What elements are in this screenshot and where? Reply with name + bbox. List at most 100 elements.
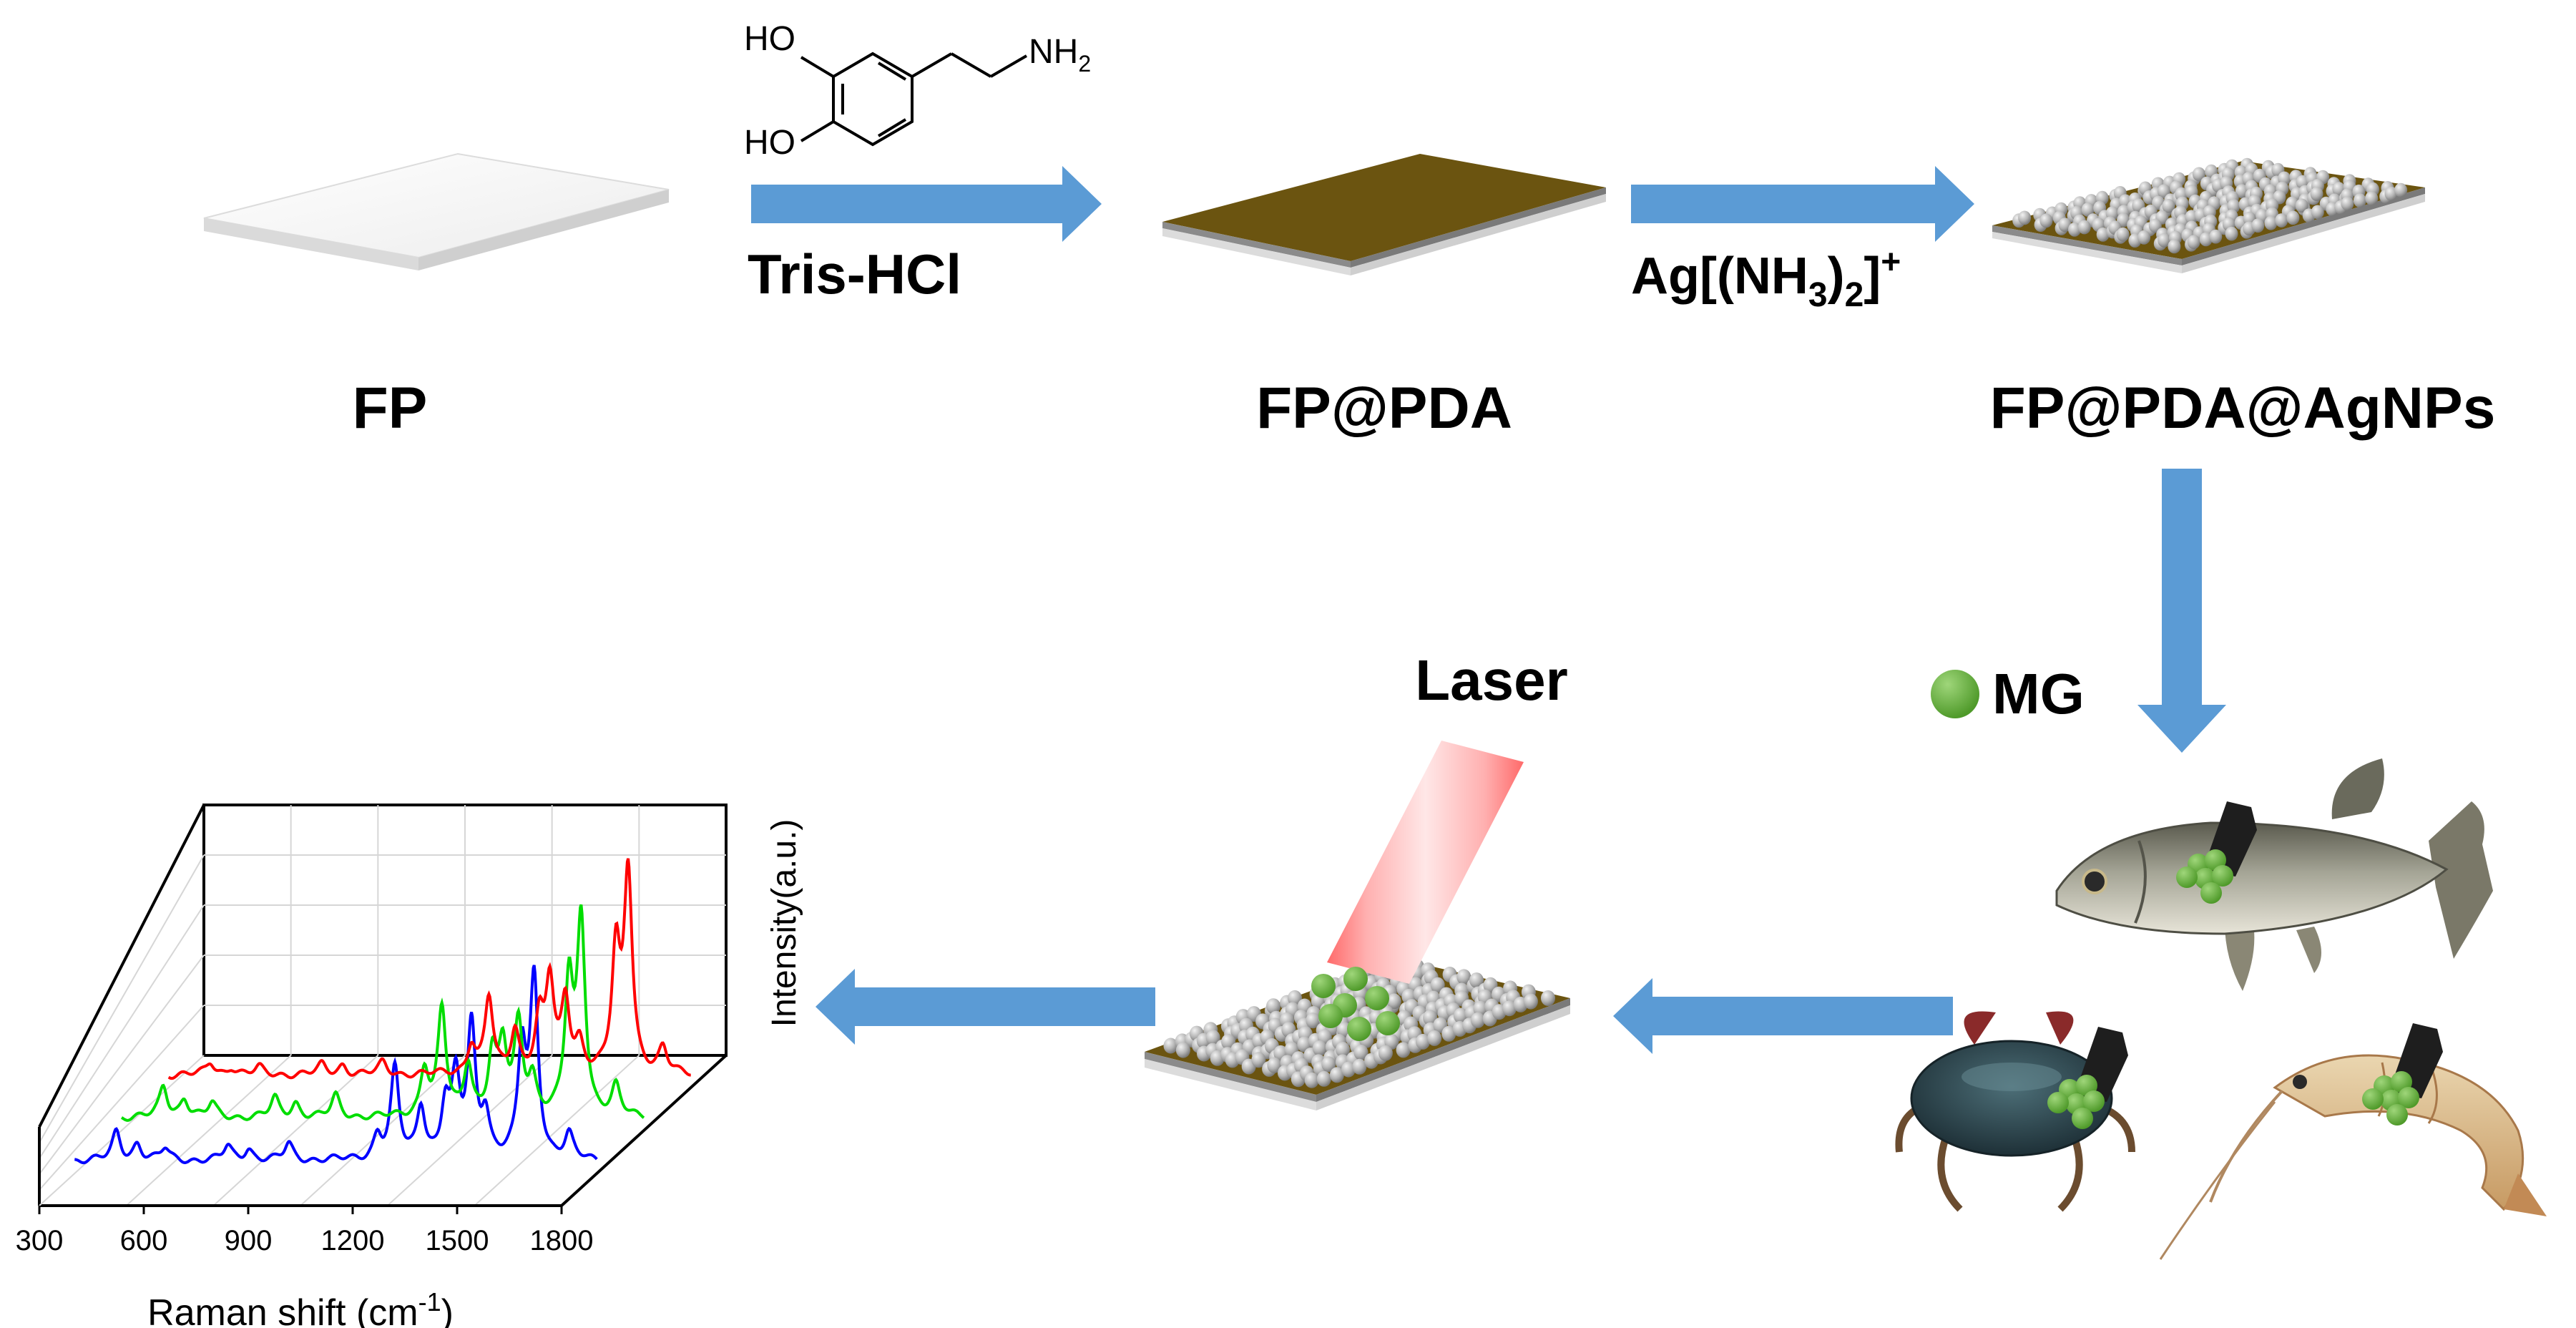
- agnp-particle: [1427, 1030, 1442, 1046]
- agnp-particle: [2275, 213, 2288, 228]
- mg-molecule: [1311, 974, 1336, 998]
- agnp-particle: [1352, 1058, 1367, 1075]
- agnp-particle: [1541, 990, 1555, 1006]
- chart-x-tick-label: 1500: [426, 1225, 489, 1256]
- agnp-particle: [2295, 198, 2308, 213]
- agnp-particle: [2365, 191, 2379, 205]
- mg-spot: [2212, 865, 2233, 887]
- spectrum-series-green: [120, 904, 645, 1122]
- arrow-chip-to-spectra: [816, 969, 1155, 1045]
- agnp-particle: [2264, 215, 2278, 230]
- fp-pda-label: FP@PDA: [1256, 376, 1512, 441]
- agnp-particle: [1396, 1042, 1411, 1058]
- agnp-particle: [1470, 1012, 1485, 1028]
- mg-spot: [2072, 1108, 2093, 1129]
- agnp-particle: [2077, 220, 2091, 235]
- chart-x-tick-label: 1800: [530, 1225, 594, 1256]
- agnp-particle: [2235, 184, 2248, 198]
- agnp-particle: [2018, 210, 2032, 225]
- chart-edge: [39, 1055, 205, 1206]
- agnp-particle: [1502, 1000, 1517, 1017]
- mg-spot: [2047, 1092, 2069, 1113]
- agnp-particle: [1469, 972, 1484, 989]
- fp-pda-film: [1162, 154, 1606, 275]
- mg-spot: [2386, 1104, 2408, 1126]
- fp-paper: [203, 152, 670, 270]
- shrimp-icon: [2159, 1054, 2547, 1260]
- chart-gridline: [212, 1055, 379, 1206]
- mg-dot-icon: [1931, 670, 1979, 718]
- agnp-particle: [2394, 182, 2408, 197]
- arrow-fp-to-pda: [751, 166, 1102, 242]
- agnp-particle: [2225, 226, 2238, 241]
- agnp-particle: [1205, 1030, 1220, 1046]
- agnp-particle: [1304, 1072, 1319, 1088]
- chart-x-axis-label: Raman shift (cm-1): [147, 1287, 454, 1328]
- fp-pda-agnps-label: FP@PDA@AgNPs: [1990, 376, 2496, 441]
- sers-chip: [1145, 952, 1570, 1110]
- agnp-particle: [1321, 1056, 1336, 1073]
- agnp-particle: [1353, 1044, 1368, 1060]
- agnp-particle: [2187, 235, 2200, 250]
- agnp-particle: [2096, 227, 2110, 242]
- agnp-particle: [2058, 218, 2072, 233]
- molecule-ho-top: HO: [744, 20, 795, 58]
- agnp-particle: [2311, 205, 2324, 220]
- agnp-particle: [2310, 187, 2323, 201]
- agnp-particle: [1266, 998, 1280, 1015]
- reagent-tris-hcl: Tris-HCl: [748, 243, 961, 306]
- mg-spot: [2200, 882, 2222, 904]
- reagent-silver-ammonia: Ag[(NH3)2]+: [1631, 243, 1901, 314]
- chart-y-axis-label: Intensity(a.u.): [765, 819, 803, 1027]
- agnp-particle: [1430, 977, 1445, 993]
- chart-gridline: [39, 904, 205, 1159]
- agnp-particle: [2068, 222, 2081, 237]
- mg-spot: [2362, 1088, 2384, 1110]
- chart-grid: [38, 804, 728, 1207]
- raman-spectra-chart: 300 600 900 1200 1500 1800 Raman shift (cm-1)…: [16, 804, 803, 1328]
- agnp-particle: [2081, 202, 2095, 217]
- agnp-particle: [1456, 969, 1471, 985]
- chart-gridline: [300, 1055, 466, 1206]
- agnp-particle: [1423, 1010, 1438, 1026]
- chart-x-tick-label: 900: [225, 1225, 273, 1256]
- agnp-particles-top: [2012, 157, 2408, 254]
- agnp-particle: [2168, 239, 2181, 254]
- fp-pda-agnps-film: [1992, 157, 2425, 273]
- mg-spot: [2083, 1090, 2105, 1112]
- agnp-particle: [1163, 1038, 1178, 1054]
- laser-beam-icon: [1327, 741, 1524, 984]
- agnp-particle: [1316, 1070, 1331, 1087]
- arrow-down-to-samples: [2137, 469, 2226, 753]
- agnp-particle: [2192, 167, 2205, 182]
- chart-x-tick-label: 1200: [321, 1225, 385, 1256]
- agnp-particles-chip: [1163, 952, 1555, 1088]
- agnp-particle: [2286, 210, 2300, 225]
- spectrum-series-blue: [74, 965, 598, 1165]
- chart-gridline: [474, 1055, 640, 1206]
- mg-label: MG: [1992, 662, 2085, 726]
- agnp-particle: [2039, 213, 2053, 228]
- agnp-particle: [2137, 230, 2151, 245]
- molecule-nh: NH2: [1029, 33, 1091, 77]
- agnp-particle: [1441, 1025, 1456, 1042]
- swab-and-mg-spots: [2047, 801, 2443, 1129]
- agnp-particle: [1336, 1042, 1350, 1058]
- agnp-particle: [2384, 186, 2398, 201]
- agnp-particle: [1288, 990, 1302, 1006]
- chart-gridline: [39, 854, 205, 1143]
- chart-gridline: [386, 1055, 553, 1206]
- agnp-particle: [2209, 229, 2223, 244]
- agnp-particle: [1329, 1067, 1344, 1083]
- chart-x-tick-label: 300: [16, 1225, 64, 1256]
- arrow-pda-to-agnps: [1631, 166, 1974, 242]
- chart-edge: [560, 1054, 728, 1207]
- agnp-particle: [2158, 233, 2171, 248]
- fp-label: FP: [353, 376, 428, 441]
- arrow-samples-to-chip: [1613, 978, 1953, 1054]
- fish-icon: [2055, 758, 2493, 991]
- chart-x-tick-label: 600: [120, 1225, 168, 1256]
- agnp-particle: [1175, 1042, 1190, 1058]
- agnp-particle: [1523, 993, 1538, 1010]
